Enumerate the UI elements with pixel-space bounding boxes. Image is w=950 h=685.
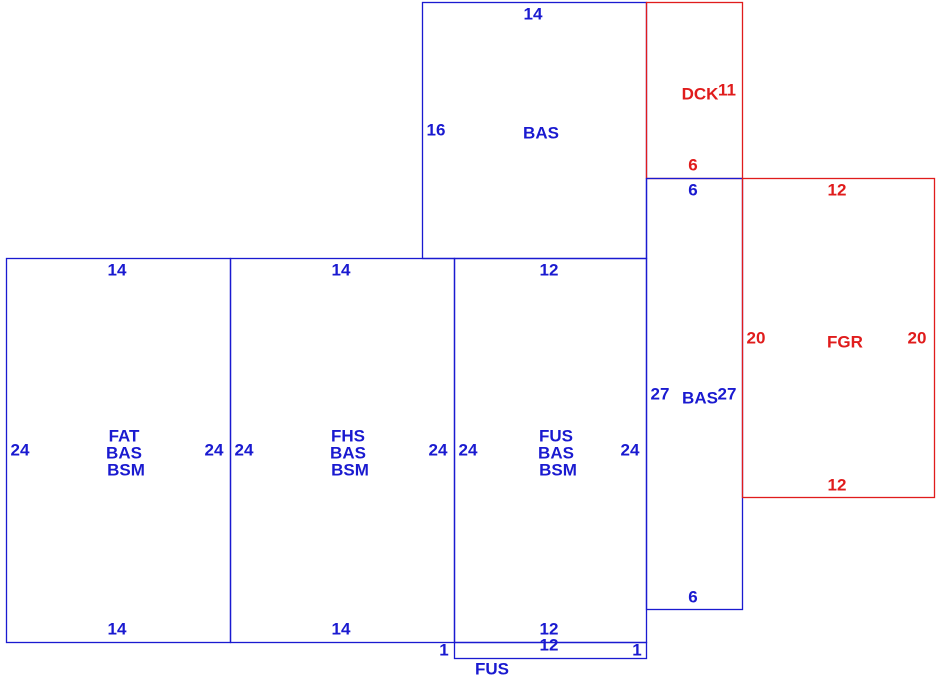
fus-strip-dimension-label: 12 — [540, 635, 559, 654]
fhs-area-code-bas: BAS — [330, 443, 366, 462]
fat-area-code-bsm: BSM — [107, 460, 145, 479]
bas-right-dimension-label: 27 — [718, 384, 737, 403]
bas-top-dimension-label: 16 — [427, 120, 446, 139]
fat-dimension-label: 14 — [108, 619, 127, 638]
fus-strip-outline — [453, 641, 648, 660]
section-bas-right: BAS 6 27 27 6 — [645, 177, 744, 611]
fgr-dimension-label: 12 — [828, 180, 847, 199]
fus-dimension-label: 12 — [540, 619, 559, 638]
fus-strip-dimension-label: 1 — [632, 640, 641, 659]
fus-area-code-fus: FUS — [539, 426, 573, 445]
fgr-area-code-fgr: FGR — [827, 332, 863, 351]
fus-strip-dimension-label: 1 — [439, 640, 448, 659]
fgr-dimension-label: 12 — [828, 475, 847, 494]
fus-area-code-bas: BAS — [538, 443, 574, 462]
fat-dimension-label: 24 — [205, 440, 224, 459]
bas-right-dimension-label: 6 — [688, 587, 697, 606]
section-fgr: FGR 12 20 20 12 — [741, 177, 936, 499]
bas-top-area-code-bas: BAS — [523, 123, 559, 142]
bas-right-dimension-label: 27 — [651, 384, 670, 403]
dck-dimension-label: 6 — [688, 155, 697, 174]
fgr-outline — [741, 177, 936, 499]
fus-strip-area-code-fus: FUS — [475, 659, 509, 678]
fhs-dimension-label: 24 — [235, 440, 254, 459]
fus-dimension-label: 24 — [459, 440, 478, 459]
fus-area-code-bsm: BSM — [539, 460, 577, 479]
fat-area-code-bas: BAS — [106, 443, 142, 462]
dck-dimension-label: 11 — [718, 80, 736, 99]
fgr-dimension-label: 20 — [908, 328, 927, 347]
fat-dimension-label: 24 — [11, 440, 30, 459]
fhs-dimension-label: 24 — [429, 440, 448, 459]
fgr-dimension-label: 20 — [747, 328, 766, 347]
section-fus-strip: FUS 12 1 1 — [439, 635, 648, 678]
fhs-dimension-label: 14 — [332, 260, 351, 279]
fus-dimension-label: 12 — [540, 260, 559, 279]
bas-right-dimension-label: 6 — [688, 180, 697, 199]
fhs-area-code-fhs: FHS — [331, 426, 365, 445]
fhs-area-code-bsm: BSM — [331, 460, 369, 479]
fhs-dimension-label: 14 — [332, 619, 351, 638]
bas-top-dimension-label: 14 — [524, 4, 543, 23]
fat-area-code-fat: FAT — [109, 426, 140, 445]
fus-dimension-label: 24 — [621, 440, 640, 459]
bas-right-area-code-bas: BAS — [682, 388, 718, 407]
fat-dimension-label: 14 — [108, 260, 127, 279]
section-bas-top: BAS 14 16 — [421, 1, 648, 260]
dck-area-code-dck: DCK — [682, 84, 720, 103]
